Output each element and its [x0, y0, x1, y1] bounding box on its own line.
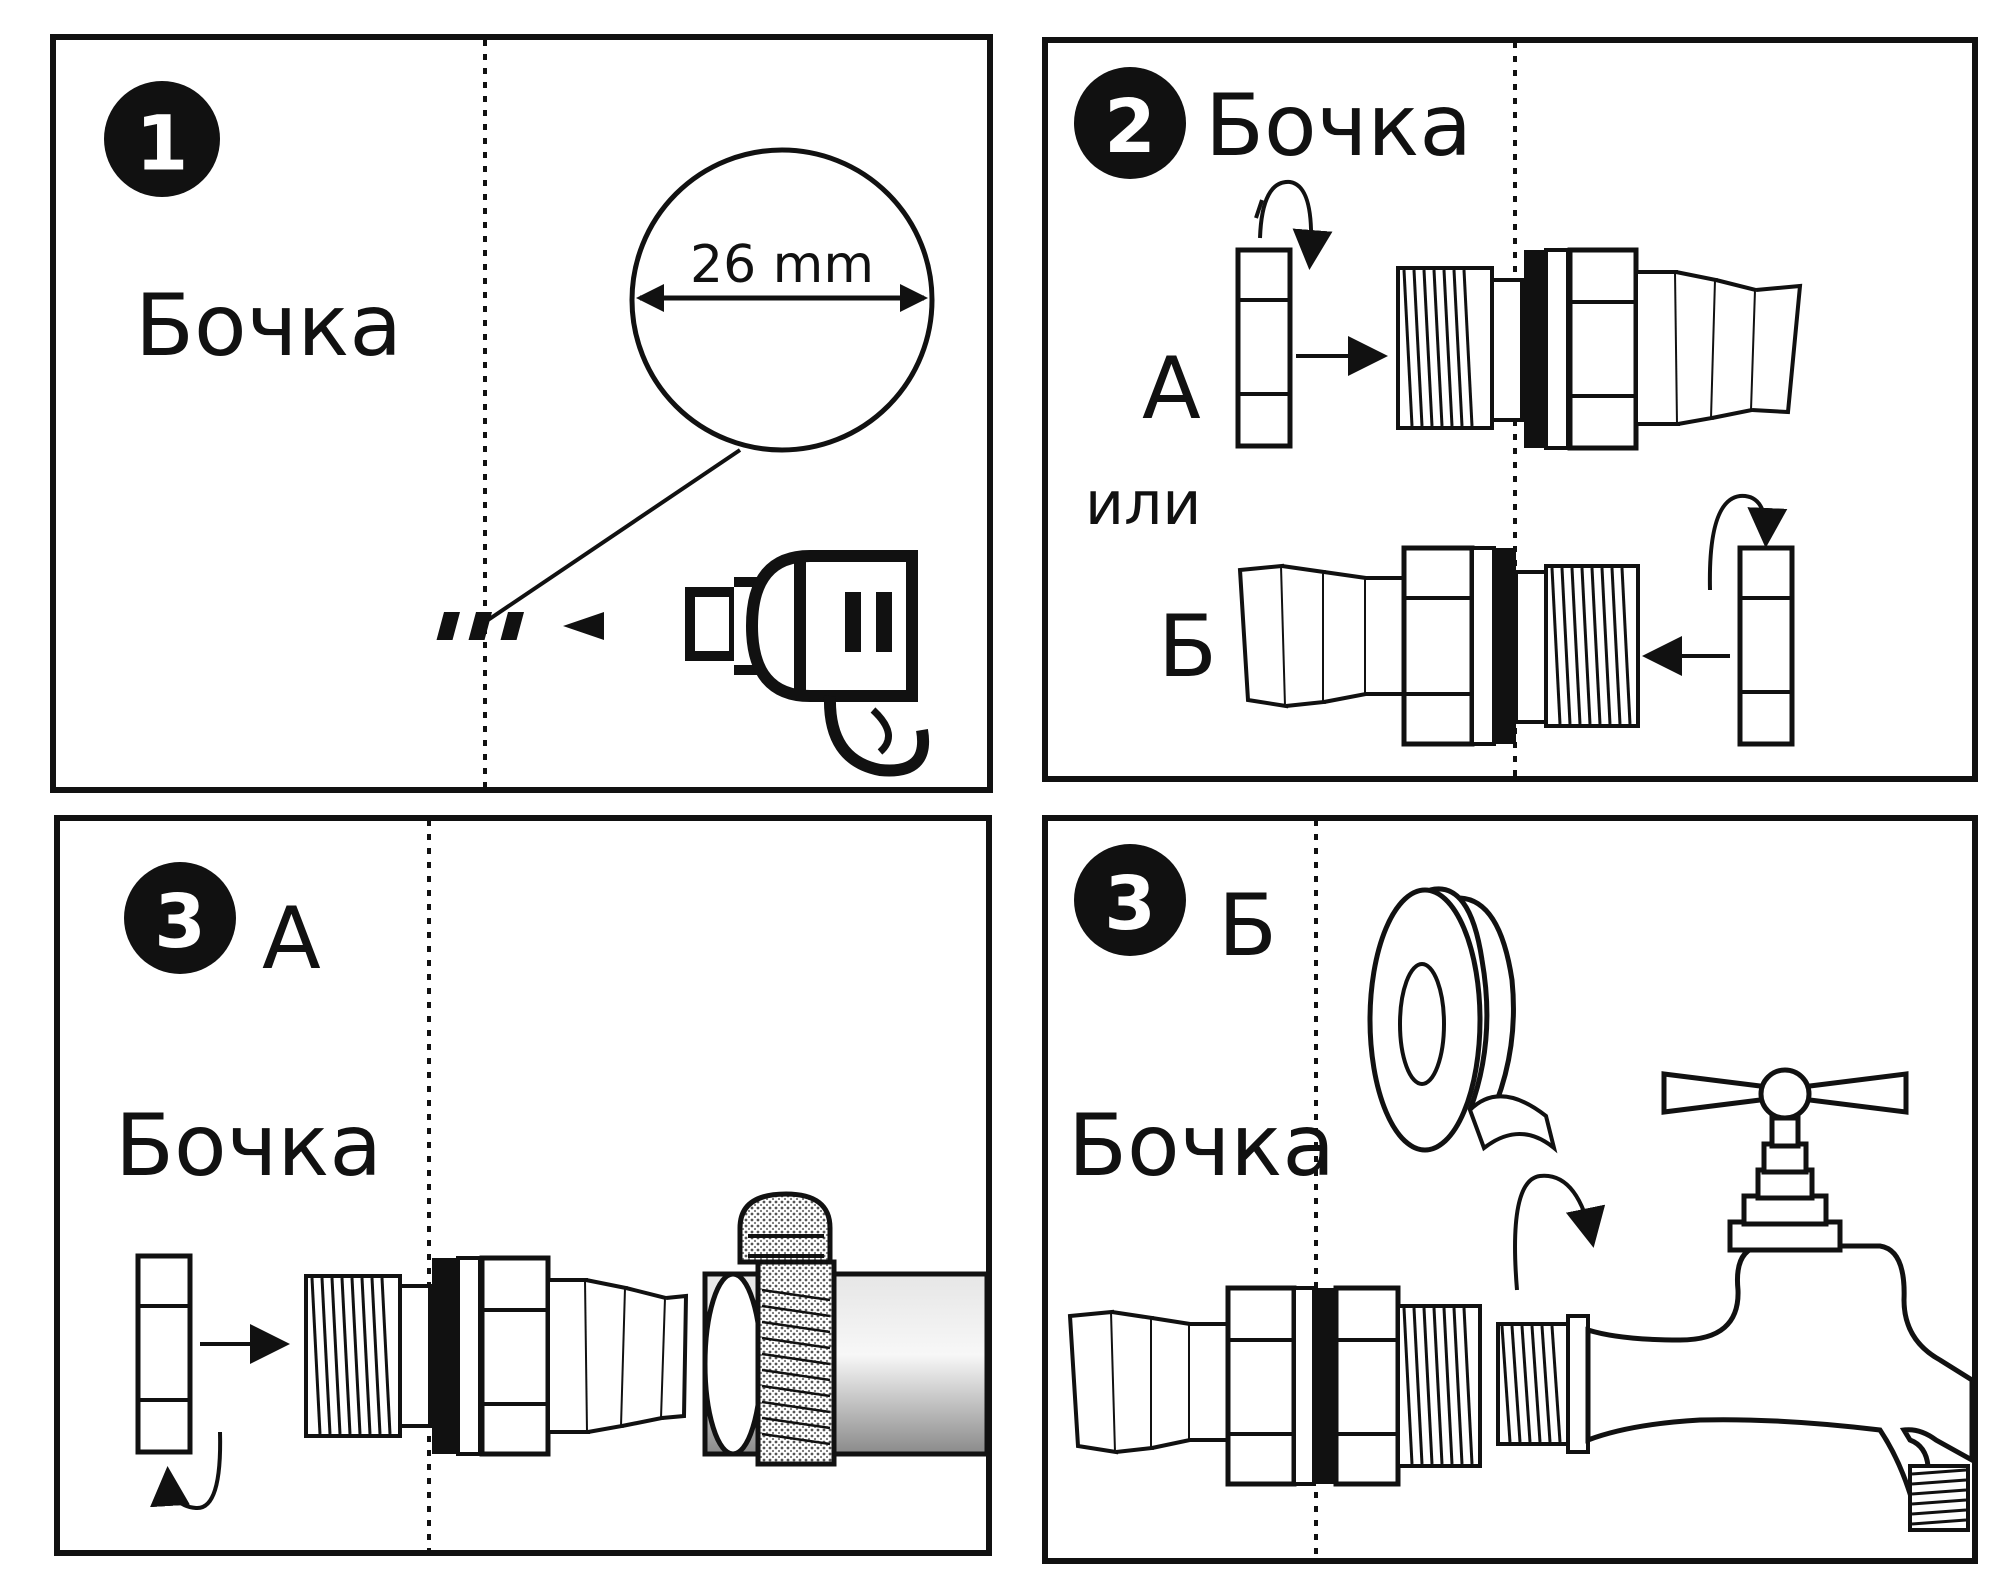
step-number: 1	[136, 99, 189, 188]
step-badge: 2	[1074, 67, 1186, 179]
step-number: 3	[1104, 861, 1156, 947]
rotate-arrow-icon	[1707, 493, 1788, 591]
fitting-icon	[1067, 1285, 1482, 1487]
water-tap-icon	[1496, 1067, 1975, 1532]
rotate-arrow-icon	[1254, 199, 1264, 219]
hole-diameter-callout: 26 mm	[486, 147, 935, 622]
option-b-label: Б	[1158, 597, 1217, 697]
fitting-icon	[1396, 247, 1803, 451]
tape-roll-icon	[1367, 886, 1558, 1154]
panel-3b: 3 Б Бочка	[1042, 815, 1978, 1564]
barrel-label: Бочка	[1205, 76, 1472, 176]
dimension-label: 26 mm	[690, 235, 874, 295]
nut-icon	[1235, 247, 1293, 449]
rotate-arrow-icon	[1258, 179, 1333, 270]
step-badge: 3	[124, 862, 236, 974]
step-number: 2	[1104, 84, 1156, 170]
panel-3a: 3 А Бочка	[54, 815, 992, 1556]
or-label: или	[1085, 469, 1201, 539]
hose-clamp-icon	[702, 1191, 990, 1467]
variant-label: Б	[1218, 876, 1277, 976]
rotate-arrow-icon	[1513, 1173, 1606, 1291]
panel-1: 1 Бочка 26 mm	[50, 34, 993, 793]
rotate-arrow-icon	[150, 1431, 223, 1510]
panel-2: 2 Бочка А или Б	[1042, 37, 1978, 782]
barrel-label: Бочка	[135, 276, 402, 376]
option-a-label: А	[1142, 339, 1201, 439]
nut-icon	[1737, 545, 1795, 747]
variant-label: А	[262, 889, 321, 989]
step-badge: 1	[104, 81, 220, 197]
fitting-icon	[304, 1255, 689, 1457]
drill-icon	[436, 550, 930, 777]
nut-icon	[135, 1253, 193, 1455]
step-number: 3	[154, 879, 206, 965]
barrel-label: Бочка	[1068, 1096, 1335, 1196]
fitting-icon	[1237, 545, 1640, 747]
step-badge: 3	[1074, 844, 1186, 956]
barrel-label: Бочка	[115, 1096, 382, 1196]
